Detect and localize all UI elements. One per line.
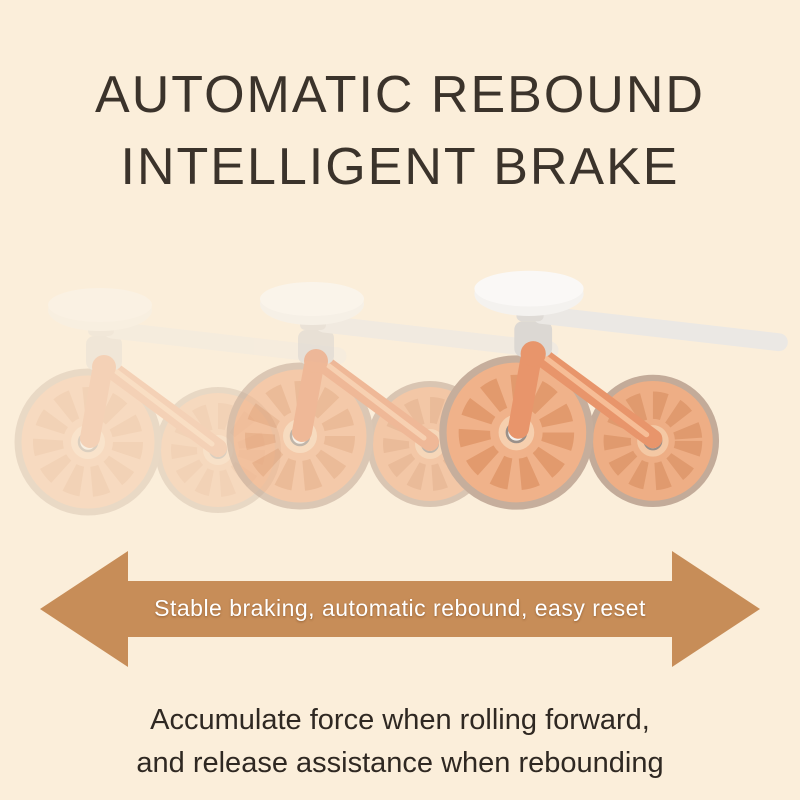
caption-line-2: and release assistance when rebounding <box>136 747 664 779</box>
arrow-label: Stable braking, automatic rebound, easy … <box>154 595 646 621</box>
feature-arrow: Stable braking, automatic rebound, easy … <box>40 547 760 671</box>
caption-line-1: Accumulate force when rolling forward, <box>150 703 650 736</box>
page-title: AUTOMATIC REBOUND INTELLIGENT BRAKE <box>0 0 800 204</box>
ab-roller-stage-3 <box>443 270 779 505</box>
title-line-1: AUTOMATIC REBOUND <box>95 66 705 124</box>
caption: Accumulate force when rolling forward, a… <box>0 699 800 786</box>
title-line-2: INTELLIGENT BRAKE <box>120 137 680 196</box>
roller-illustration <box>0 256 800 531</box>
double-arrow-icon <box>40 550 760 667</box>
double-arrow-shape <box>40 550 760 667</box>
ab-roller-stages-graphic <box>0 256 800 531</box>
